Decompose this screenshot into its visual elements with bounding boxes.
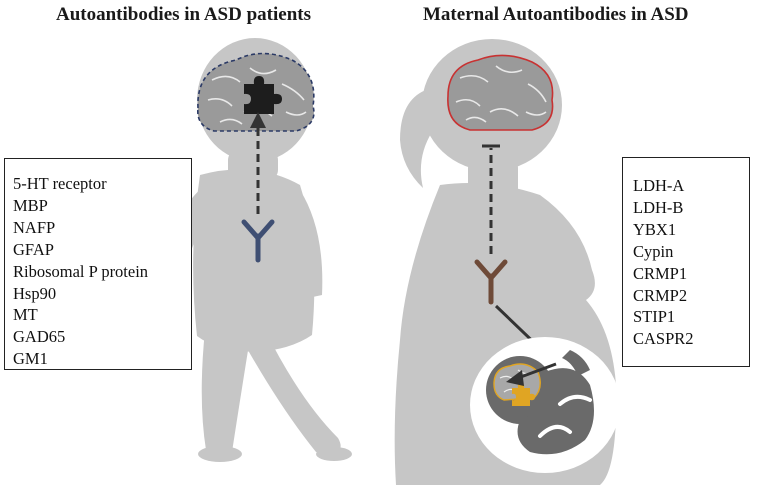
fetus-limb-highlights (538, 394, 592, 438)
list-item: LDH-B (633, 197, 684, 217)
maternal-brain (447, 54, 554, 131)
list-item: Cypin (633, 241, 674, 261)
list-item: 5-HT receptor (13, 174, 107, 193)
puzzle-piece-icon (244, 76, 282, 114)
antibody-y-icon (474, 259, 508, 305)
antibody-y-icon (241, 219, 275, 263)
list-item: GAD65 (13, 327, 66, 347)
list-item: NAFP (13, 217, 56, 237)
list-item: CASPR2 (633, 329, 694, 349)
list-item: GFAP (13, 239, 54, 259)
child-arrow-head (250, 112, 266, 128)
fetal-arrow-head (506, 370, 524, 386)
list-item: YBX1 (633, 219, 677, 239)
list-item: MT (13, 305, 38, 325)
list-item: MBP (13, 195, 48, 215)
list-item: STIP1 (633, 307, 676, 327)
left-panel-heading: Autoantibodies in ASD patients (56, 4, 311, 25)
list-item: GM1 (13, 349, 48, 369)
right-panel-heading: Maternal Autoantibodies in ASD (423, 4, 689, 25)
list-item: CRMP1 (633, 263, 688, 283)
list-item: CRMP2 (633, 285, 688, 305)
puzzle-piece-icon (512, 383, 535, 406)
list-item: LDH-A (633, 176, 685, 195)
list-item: Hsp90 (13, 283, 57, 303)
list-item: Ribosomal P protein (13, 261, 149, 281)
patient-autoantibody-list: 5-HT receptor MBP NAFP GFAP Ribosomal P … (4, 158, 192, 370)
maternal-autoantibody-list: LDH-A LDH-B YBX1 Cypin CRMP1 CRMP2 STIP1… (622, 157, 750, 367)
fetal-arrow-line (517, 362, 557, 380)
